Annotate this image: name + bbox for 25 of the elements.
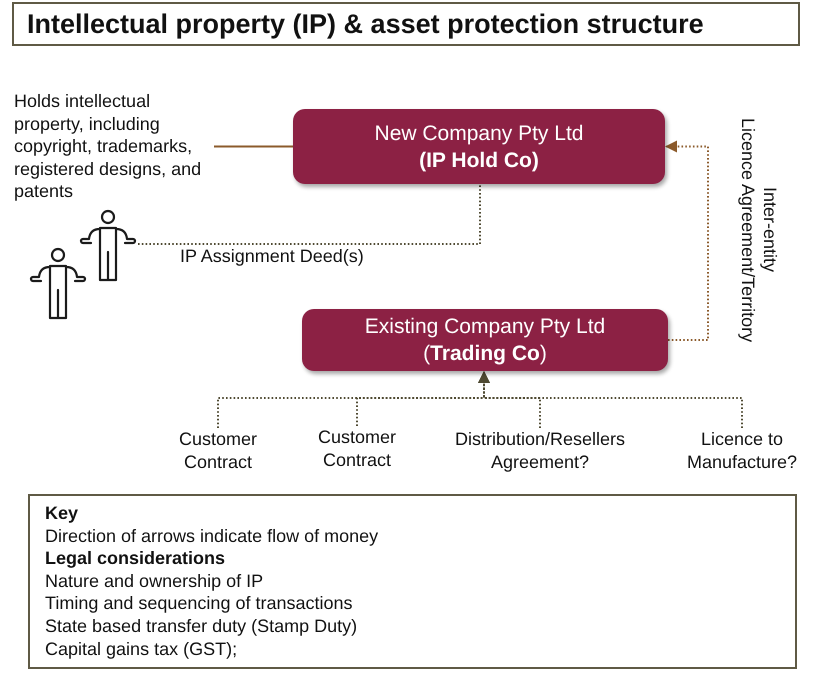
contract-label: Customer Contract	[302, 426, 412, 471]
company-name: Existing Company Pty Ltd	[364, 314, 606, 340]
company-name: New Company Pty Ltd	[374, 120, 584, 146]
key-note: Capital gains tax (GST);	[45, 638, 238, 660]
company-box	[302, 309, 668, 371]
key-heading: Legal considerations	[45, 547, 226, 570]
company-role: (IP Hold Co)	[419, 148, 539, 174]
company-box	[293, 109, 665, 184]
page-title: Intellectual property (IP) & asset protection structure	[12, 2, 800, 46]
arrow	[665, 140, 709, 341]
agreement-label: Distribution/Resellers Agreement?	[440, 428, 640, 473]
annotation-text: Holds intellectual property, including copyright, trademarks, registered designs, and patents	[14, 90, 214, 202]
company-role: (Trading Co)	[423, 341, 547, 367]
key-heading: Key	[45, 502, 78, 525]
two-people-icon	[28, 208, 138, 320]
key-panel	[28, 494, 797, 669]
licence-label: Licence to Manufacture?	[677, 428, 807, 473]
arrow	[478, 371, 743, 428]
key-note: Nature and ownership of IP	[45, 570, 264, 592]
connector-line	[214, 146, 293, 148]
key-note: State based transfer duty (Stamp Duty)	[45, 614, 358, 638]
key-note: Timing and sequencing of transactions	[45, 592, 353, 615]
connector-line	[138, 184, 481, 245]
key-note: Direction of arrows indicate flow of money	[45, 524, 378, 548]
contract-label: Customer Contract	[163, 428, 273, 473]
